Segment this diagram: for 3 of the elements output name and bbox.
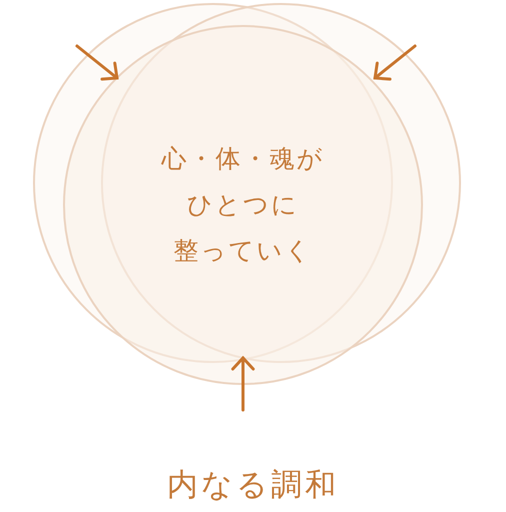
caption: 内なる調和	[166, 466, 340, 505]
center-text: 心・体・魂がひとつに整っていく	[162, 143, 324, 267]
circle	[63, 25, 423, 385]
